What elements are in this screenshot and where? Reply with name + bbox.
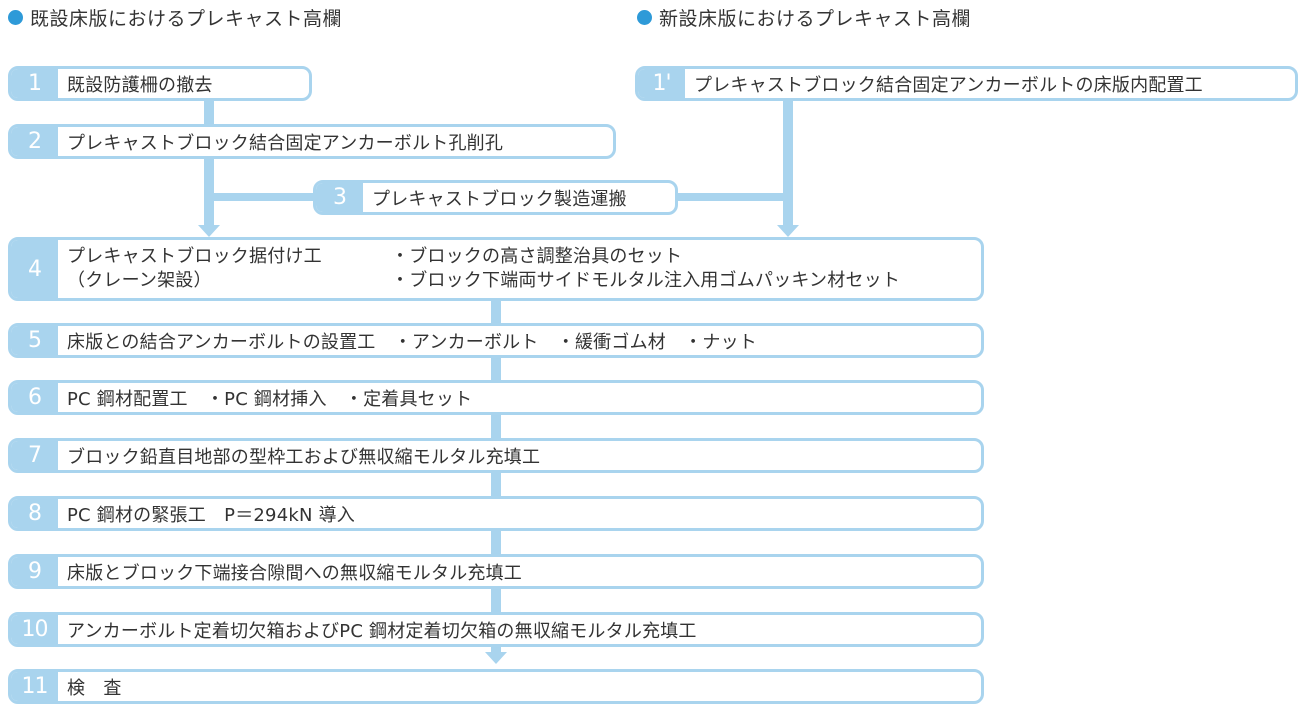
step-number: 7	[11, 441, 58, 470]
connector-1p-4	[783, 98, 793, 228]
step-4-line2-right: ・ブロック下端両サイドモルタル注入用ゴムパッキン材セット	[391, 270, 901, 291]
connector-1-2	[204, 98, 214, 126]
connector-10-11	[491, 645, 501, 653]
step-1: 1 既設防護柵の撤去	[8, 66, 312, 101]
step-3: 3 プレキャストブロック製造運搬	[313, 180, 678, 215]
step-text: プレキャストブロック結合固定アンカーボルトの床版内配置工	[694, 74, 1203, 96]
left-heading-text: 既設床版におけるプレキャスト高欄	[30, 7, 343, 30]
step-number: 2	[11, 127, 58, 156]
step-number: 4	[11, 240, 58, 298]
arrow-down-icon	[198, 225, 220, 237]
step-number: 10	[11, 615, 58, 644]
step-number: 3	[316, 183, 363, 212]
step-7: 7 ブロック鉛直目地部の型枠工および無収縮モルタル充填工	[8, 438, 984, 473]
step-6: 6 PC 鋼材配置工 ・PC 鋼材挿入 ・定着具セット	[8, 380, 984, 415]
step-number: 8	[11, 499, 58, 528]
right-heading: 新設床版におけるプレキャスト高欄	[637, 6, 972, 30]
step-text: PC 鋼材配置工 ・PC 鋼材挿入 ・定着具セット	[67, 388, 473, 410]
step-4-line1-right: ・ブロックの高さ調整治具のセット	[391, 246, 683, 267]
step-text: アンカーボルト定着切欠箱およびPC 鋼材定着切欠箱の無収縮モルタル充填工	[67, 620, 697, 642]
step-number: 5	[11, 326, 58, 355]
step-4: 4 プレキャストブロック据付け工 ・ブロックの高さ調整治具のセット （クレーン架…	[8, 237, 984, 301]
connector-5-6	[491, 356, 501, 382]
step-4-line1-left: プレキャストブロック据付け工	[67, 246, 322, 267]
bullet-dot-icon	[637, 9, 652, 25]
step-2: 2 プレキャストブロック結合固定アンカーボルト孔削孔	[8, 124, 616, 159]
step-text: プレキャストブロック結合固定アンカーボルト孔削孔	[67, 132, 504, 154]
arrow-down-icon	[777, 225, 799, 237]
step-text: ブロック鉛直目地部の型枠工および無収縮モルタル充填工	[67, 446, 541, 468]
right-heading-text: 新設床版におけるプレキャスト高欄	[659, 7, 972, 30]
step-10: 10 アンカーボルト定着切欠箱およびPC 鋼材定着切欠箱の無収縮モルタル充填工	[8, 612, 984, 647]
step-11: 11 検 査	[8, 669, 984, 704]
connector-3-right	[677, 193, 783, 201]
connector-3-left	[214, 193, 314, 201]
step-text: プレキャストブロック製造運搬	[372, 188, 627, 210]
step-number: 6	[11, 383, 58, 412]
step-4-line2-left: （クレーン架設）	[67, 270, 212, 291]
step-1-prime: 1' プレキャストブロック結合固定アンカーボルトの床版内配置工	[635, 66, 1298, 101]
step-5: 5 床版との結合アンカーボルトの設置工 ・アンカーボルト ・緩衝ゴム材 ・ナット	[8, 323, 984, 358]
step-number: 1'	[638, 69, 685, 98]
left-heading: 既設床版におけるプレキャスト高欄	[8, 6, 343, 30]
step-text: 床版との結合アンカーボルトの設置工 ・アンカーボルト ・緩衝ゴム材 ・ナット	[67, 331, 757, 353]
step-text: 検 査	[67, 677, 122, 699]
bullet-dot-icon	[8, 9, 23, 25]
step-number: 9	[11, 557, 58, 586]
step-text: 床版とブロック下端接合隙間への無収縮モルタル充填工	[67, 562, 522, 584]
step-8: 8 PC 鋼材の緊張工 P＝294kN 導入	[8, 496, 984, 531]
connector-4-5	[491, 298, 501, 325]
step-text: PC 鋼材の緊張工 P＝294kN 導入	[67, 504, 355, 526]
step-number: 11	[11, 672, 58, 701]
arrow-down-icon	[485, 652, 507, 664]
step-number: 1	[11, 69, 58, 98]
connector-9-10	[491, 587, 501, 614]
connector-6-7	[491, 413, 501, 440]
connector-2-4	[204, 156, 214, 228]
step-text: 既設防護柵の撤去	[67, 74, 213, 96]
connector-7-8	[491, 471, 501, 498]
step-9: 9 床版とブロック下端接合隙間への無収縮モルタル充填工	[8, 554, 984, 589]
connector-8-9	[491, 529, 501, 556]
